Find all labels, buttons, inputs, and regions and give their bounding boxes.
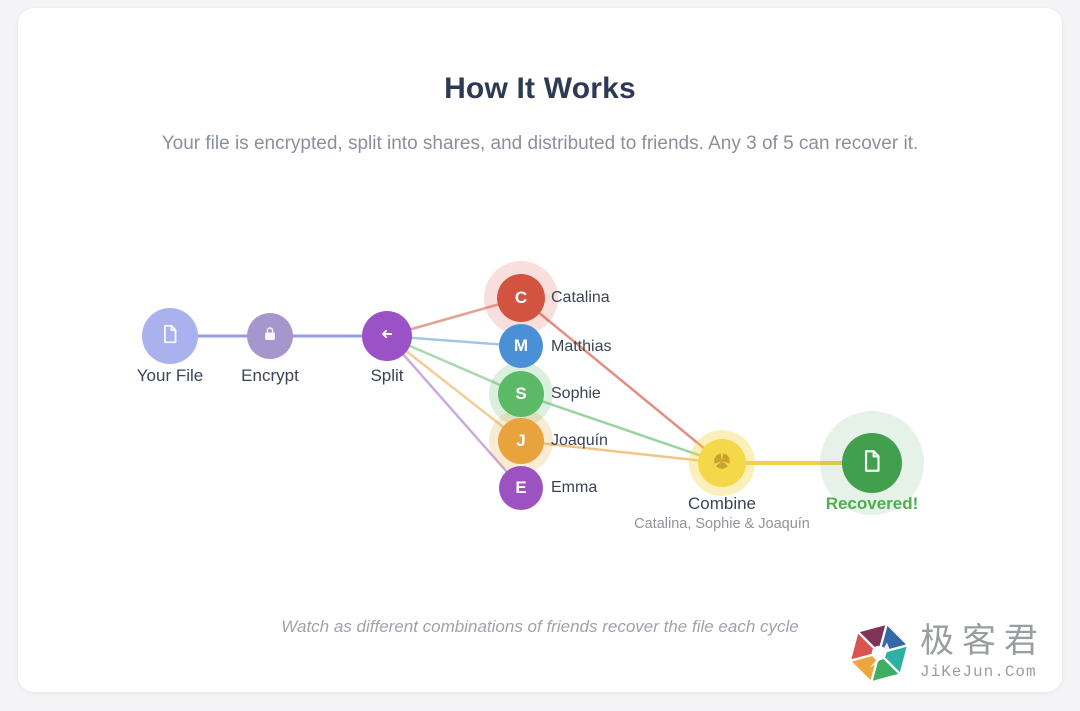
jikejun-logo-icon [846,620,912,686]
combine-sublabel: Catalina, Sophie & Joaquín [634,516,810,532]
page-subtitle: Your file is encrypted, split into share… [161,133,919,154]
friend-node-emma: E [499,466,543,510]
encrypt-node [247,313,293,359]
lock-icon [261,325,279,348]
friend-node-sophie: S [498,371,544,417]
friend-node-matthias: M [499,324,543,368]
your-file-node [142,308,198,364]
friend-initial-joaquin: J [516,431,526,450]
combine-node [698,439,746,487]
recovered-file-icon [859,448,885,479]
friend-initial-sophie: S [515,384,527,403]
page-title: How It Works [444,72,636,105]
friend-label-catalina: Catalina [551,289,610,306]
combine-label: Combine [687,494,757,513]
split-label: Split [370,366,404,385]
recovered-node [842,433,902,493]
merge-icon [711,450,733,477]
friend-initial-emma: E [515,478,527,497]
friend-node-joaquin: J [498,418,544,464]
split-node [362,311,412,361]
your-file-label: Your File [136,366,204,385]
watermark: 极客君 JiKeJun.Com [846,620,1046,686]
cycle-caption: Watch as different combinations of frien… [281,617,799,636]
file-icon [159,323,181,350]
friend-label-emma: Emma [551,479,598,496]
recovered-label: Recovered! [825,494,919,513]
friend-label-sophie: Sophie [551,385,601,402]
friend-initial-catalina: C [514,288,528,307]
friend-node-catalina: C [497,274,545,322]
friend-label-joaquin: Joaquín [551,432,608,449]
watermark-brand: 极客君 [920,622,1046,660]
encrypt-label: Encrypt [241,366,299,385]
friend-label-matthias: Matthias [551,338,612,355]
watermark-domain: JiKeJun.Com [920,663,1037,681]
split-arrow-icon [377,324,397,349]
friend-initial-matthias: M [513,336,529,355]
watermark-text: 极客君 JiKeJun.Com [920,620,1046,681]
